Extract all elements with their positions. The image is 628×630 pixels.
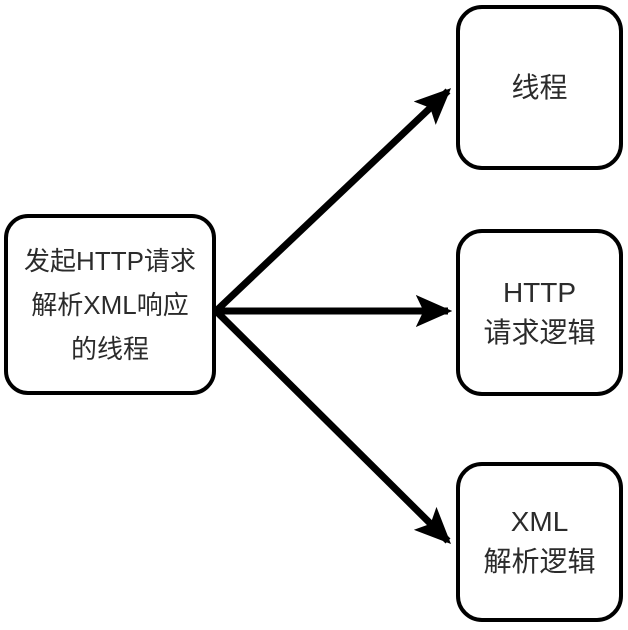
http-request-logic-node-line-2: 请求逻辑	[483, 316, 596, 348]
xml-parse-logic-node[interactable]: XML 解析逻辑	[456, 462, 623, 622]
source-thread-node-line-2: 解析XML响应	[31, 289, 189, 320]
arrow-to-xml-logic	[213, 308, 451, 544]
source-thread-node-line-3: 的线程	[70, 333, 149, 364]
source-thread-node-line-1: 发起HTTP请求	[24, 245, 196, 276]
source-thread-node[interactable]: 发起HTTP请求 解析XML响应 的线程	[4, 214, 216, 395]
xml-parse-logic-node-line-2: 解析逻辑	[483, 546, 596, 577]
thread-node[interactable]: 线程	[456, 5, 623, 170]
arrow-to-thread	[213, 88, 452, 314]
http-request-logic-node-line-1: HTTP	[502, 276, 577, 308]
xml-parse-logic-node-line-1: XML	[510, 506, 569, 537]
http-request-logic-node[interactable]: HTTP 请求逻辑	[456, 229, 623, 396]
thread-node-line-1: 线程	[511, 71, 568, 103]
